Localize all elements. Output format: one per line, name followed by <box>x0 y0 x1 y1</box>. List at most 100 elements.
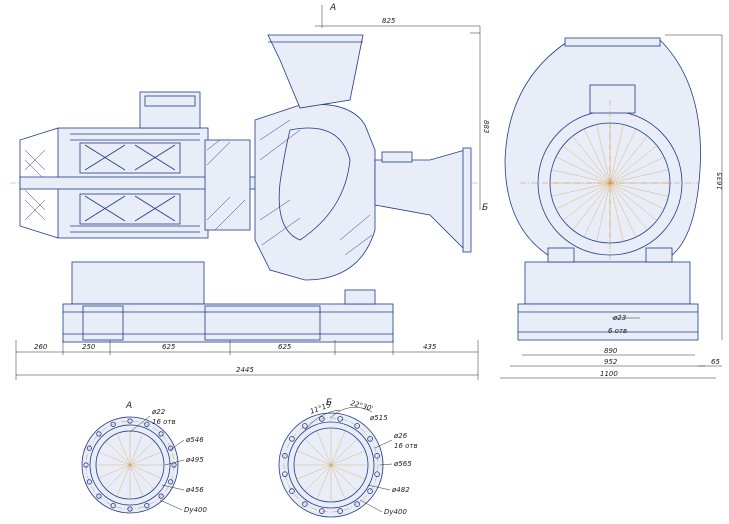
flange-b-construction-line <box>330 464 366 480</box>
flange-a-construction-line <box>116 464 131 497</box>
dim-phi23: ø23 <box>612 314 626 322</box>
dim-883: 883 <box>482 120 490 133</box>
flange-a-bolt-hole <box>144 421 150 427</box>
section-mark-a: А <box>329 3 336 13</box>
flange-a-bolt-hole <box>110 421 116 427</box>
flange-a-bolt-hole <box>158 431 164 437</box>
flange-b-construction-line <box>330 430 346 466</box>
flange-a-bolt-hole <box>96 431 102 437</box>
dim-260: 260 <box>34 343 48 351</box>
flange-b-bolt-hole <box>282 453 288 459</box>
flange-b-bolt-hole <box>302 423 308 429</box>
bearing-cap <box>589 84 636 114</box>
flange-a-construction-line <box>129 440 155 466</box>
flange-b-construction-line <box>296 450 332 466</box>
front-construction-line <box>572 135 611 184</box>
flange-a-construction-line <box>98 451 131 466</box>
front-construction-line <box>596 182 611 242</box>
flange-b-bolt-hole <box>319 508 325 514</box>
flange-a-bolt-hole <box>144 503 150 509</box>
dim-2445: 2445 <box>236 366 254 374</box>
flange-b-bolt-hole <box>354 501 360 507</box>
flange-a-construction-line <box>98 464 131 479</box>
front-construction-line <box>596 124 611 184</box>
flange-a-bolt-hole <box>158 493 164 499</box>
flange-b-title: Б <box>326 398 332 408</box>
flange-a-bolt-hole <box>110 503 116 509</box>
terminal-box <box>139 91 201 129</box>
flange-b-construction-line <box>304 464 332 492</box>
front-construction-line <box>609 182 669 197</box>
motor-support <box>71 261 205 305</box>
section-mark-b: Б <box>482 203 488 213</box>
front-construction-line <box>562 145 611 184</box>
base-frame <box>62 303 394 343</box>
flange-b-phi482: ø482 <box>391 486 410 494</box>
front-construction-line <box>609 182 637 238</box>
dim-1100: 1100 <box>600 370 618 378</box>
flange-b-bolt-hole <box>319 416 325 422</box>
flange-a-construction-line <box>129 464 144 497</box>
flange-b-construction-line <box>316 430 332 466</box>
flange-b-bolt-hole <box>374 453 380 459</box>
flange-b-construction-line <box>316 464 332 500</box>
front-construction-line <box>609 145 658 184</box>
flange-b-construction-line <box>296 464 332 480</box>
front-support <box>524 261 691 305</box>
front-construction-line <box>609 182 665 210</box>
dim-625-a: 625 <box>162 343 176 351</box>
flange-a-construction-line <box>105 440 131 466</box>
flange-b-dy: Dy400 <box>384 508 407 516</box>
flange-b-phi565: ø565 <box>393 460 412 468</box>
top-flange <box>564 37 661 47</box>
flange-b-construction-line <box>330 464 346 500</box>
side-view: 825 883 А Б 260 250 625 625 435 2445 <box>10 3 490 380</box>
dim-6-holes: 6 отв <box>608 327 627 335</box>
flange-b-bolt-hole <box>337 508 343 514</box>
flange-a-phi495: ø495 <box>185 456 204 464</box>
outlet-nozzle <box>374 149 466 251</box>
dim-952: 952 <box>604 358 618 366</box>
flange-a-bolt-hole <box>168 479 174 485</box>
inlet-nozzle <box>267 34 364 109</box>
flange-b-phi515: ø515 <box>369 414 388 422</box>
flange-a-bolt-hole <box>127 418 133 424</box>
flange-a-construction-line <box>129 464 155 490</box>
flange-a-construction-line <box>116 433 131 466</box>
front-construction-line <box>609 182 624 242</box>
dim-435: 435 <box>423 343 437 351</box>
flange-b-construction-line <box>330 450 366 466</box>
bearing-housing <box>204 139 251 231</box>
flange-a-construction-line <box>105 464 131 490</box>
flange-b: Б 11°15' 22°30' ø515 ø26 16 отв ø565 ø48… <box>278 398 418 518</box>
dim-825: 825 <box>382 17 396 25</box>
dim-890: 890 <box>604 347 618 355</box>
flange-a-bolt-hole <box>96 493 102 499</box>
flange-b-construction-line <box>330 464 358 492</box>
flange-b-bolt-hole <box>367 436 373 442</box>
flange-b-bolt-hole <box>354 423 360 429</box>
front-construction-line <box>609 182 648 231</box>
front-construction-line <box>609 124 624 184</box>
front-view: 1635 ø23 6 отв 890 952 1100 65 <box>500 34 724 379</box>
front-construction-line <box>609 156 665 184</box>
flange-b-bolt-hole <box>282 471 288 477</box>
flange-a-bolt-hole <box>83 462 89 468</box>
flange-b-bolt-hole <box>302 501 308 507</box>
flange-b-bolt-hole <box>337 416 343 422</box>
flange-a-phi456: ø456 <box>185 486 204 494</box>
flange-a-holes: 16 отв <box>152 418 176 426</box>
dim-1635: 1635 <box>716 172 724 190</box>
dim-65: 65 <box>711 358 720 366</box>
front-construction-line <box>609 169 669 184</box>
pump-volute <box>254 103 376 281</box>
flange-a-title: А <box>125 401 132 411</box>
dim-250: 250 <box>82 343 96 351</box>
flange-b-bolt-hole <box>374 471 380 477</box>
flange-a-dy: Dy400 <box>184 506 207 514</box>
flange-a-bolt-hole <box>127 506 133 512</box>
front-construction-line <box>562 182 611 221</box>
pump-foot <box>344 289 376 305</box>
front-construction-line <box>551 182 611 197</box>
